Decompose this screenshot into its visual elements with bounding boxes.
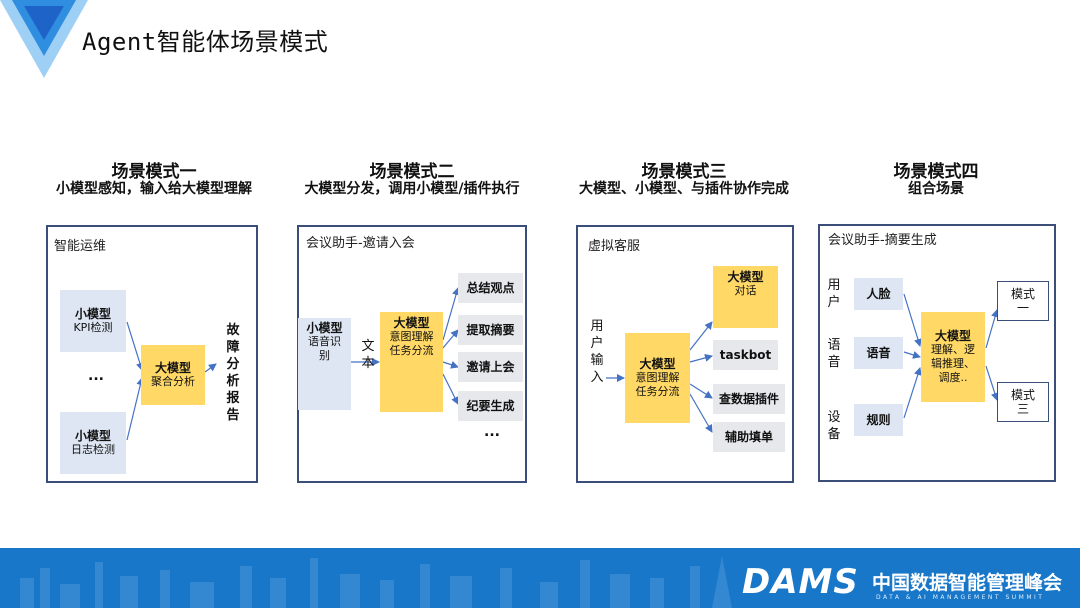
mode4-output-mode3: 模式三: [997, 382, 1049, 422]
mode2-title: 场景模式二: [369, 162, 455, 182]
mode4-big-model: 大模型 理解、逻辑推理、调度..: [921, 312, 985, 402]
mode2-small-model: 小模型 语音识别: [298, 318, 351, 410]
mode2-action-summarize: 总结观点: [458, 273, 523, 303]
mode1-ellipsis: ...: [88, 368, 104, 384]
mode3-big-model-dialog: 大模型 对话: [713, 266, 778, 328]
mode3-user-input: 用户输入: [590, 319, 604, 385]
mode2-action-minutes: 纪要生成: [458, 391, 523, 421]
mode1-small-model-log: 小模型 日志检测: [60, 412, 126, 474]
mode2-action-extract: 提取摘要: [458, 315, 523, 345]
mode4-small-voice: 语音: [854, 337, 903, 369]
mode4-title: 场景模式四: [893, 162, 979, 182]
mode3-title: 场景模式三: [641, 162, 727, 182]
mode4-input-device: 设备: [827, 410, 841, 442]
mode2-edge-label-text: 文本: [361, 339, 375, 371]
mode4-output-mode1: 模式一: [997, 281, 1049, 321]
mode1-big-model: 大模型 聚合分析: [141, 345, 205, 405]
mode4-subtitle: 组合场景: [908, 181, 964, 197]
mode3-subtitle: 大模型、小模型、与插件协作完成: [579, 181, 789, 197]
mode3-panel-label: 虚拟客服: [588, 239, 641, 254]
mode3-action-data-plugin: 查数据插件: [713, 384, 785, 414]
mode4-input-user: 用户: [827, 278, 841, 310]
mode4-input-voice: 语音: [827, 338, 841, 370]
skyline-decoration: [20, 556, 732, 608]
mode1-title: 场景模式一: [111, 162, 197, 182]
dams-logo: DAMS: [742, 562, 859, 602]
mode4-small-face: 人脸: [854, 278, 903, 310]
mode1-small-model-kpi: 小模型 KPI检测: [60, 290, 126, 352]
mode2-action-invite: 邀请上会: [458, 352, 523, 382]
mode2-big-model: 大模型 意图理解任务分流: [380, 312, 443, 412]
mode4-small-rules: 规则: [854, 404, 903, 436]
mode1-panel-label: 智能运维: [54, 239, 107, 254]
mode1-output-report: 故障分析报告: [226, 323, 240, 423]
logo-triangle-icon: [0, 0, 88, 78]
mode2-panel-label: 会议助手-邀请入会: [306, 236, 415, 251]
mode3-action-taskbot: taskbot: [713, 340, 778, 370]
footer-banner: [0, 548, 1080, 608]
mode2-ellipsis: ...: [484, 424, 500, 440]
dams-logo-cn: 中国数据智能管理峰会: [872, 572, 1063, 594]
mode4-panel-label: 会议助手-摘要生成: [828, 233, 937, 248]
mode1-subtitle: 小模型感知，输入给大模型理解: [56, 181, 252, 197]
mode2-subtitle: 大模型分发，调用小模型/插件执行: [304, 181, 520, 197]
dams-logo-en: DATA & AI MANAGEMENT SUMMIT: [876, 594, 1045, 601]
mode3-action-form-assist: 辅助填单: [713, 422, 785, 452]
mode3-big-model: 大模型 意图理解任务分流: [625, 333, 690, 423]
page-title: Agent智能体场景模式: [82, 28, 329, 56]
